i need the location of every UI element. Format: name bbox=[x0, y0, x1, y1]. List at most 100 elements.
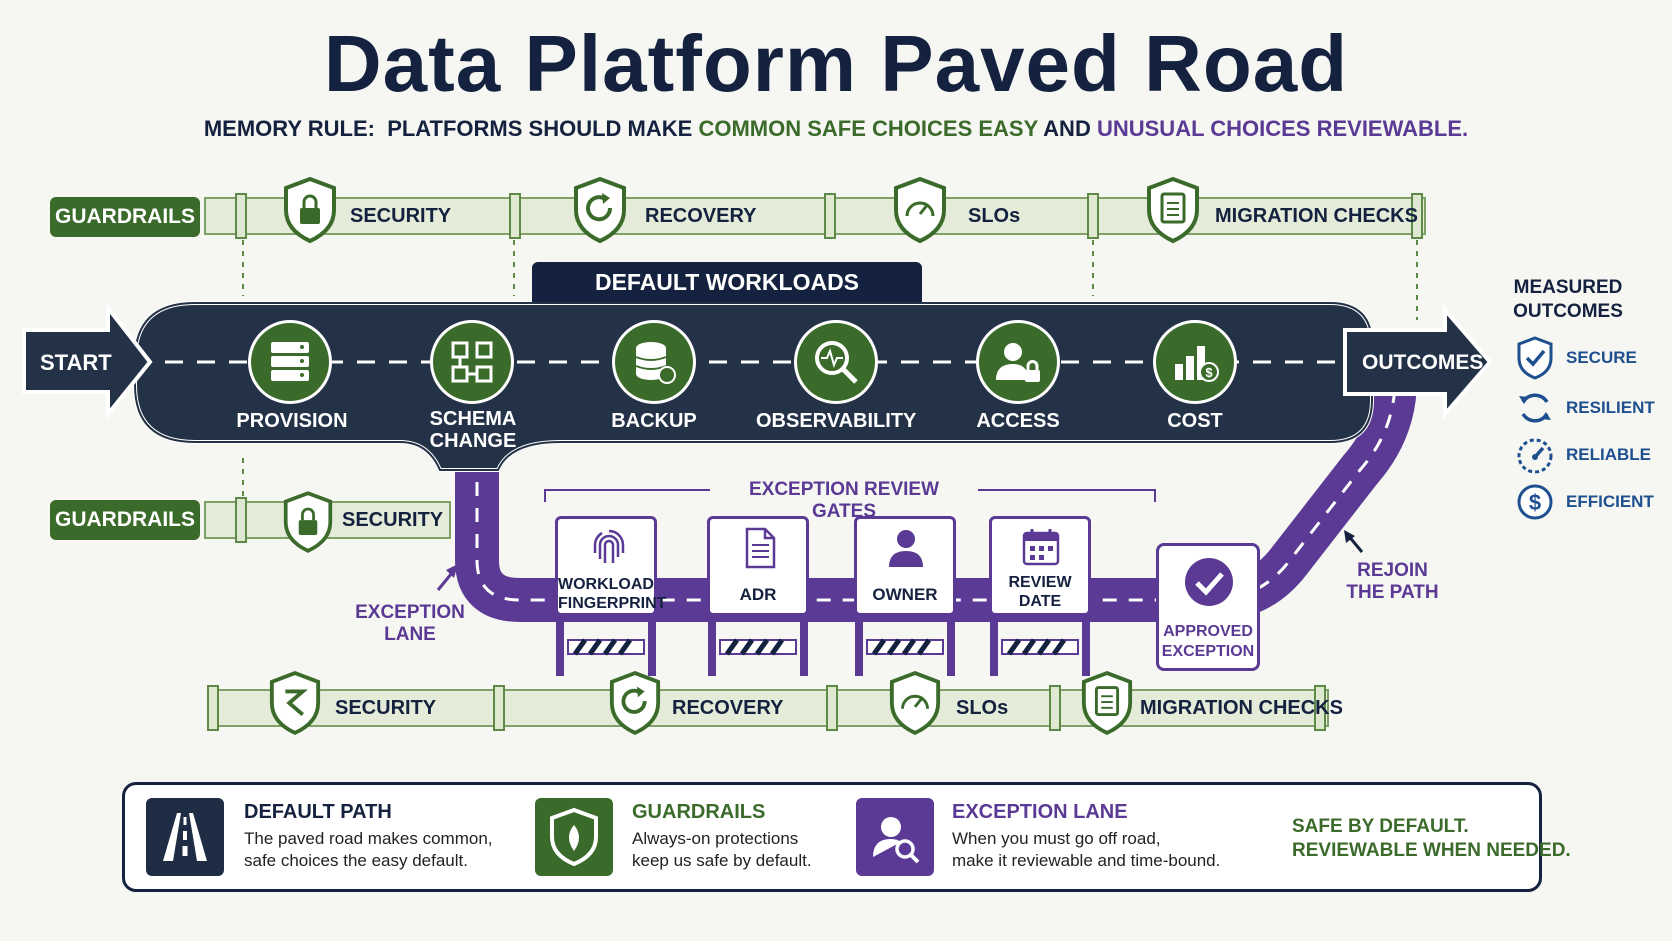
shield-recovery-icon bbox=[608, 670, 662, 741]
shield-gauge-icon bbox=[888, 670, 942, 741]
user-lock-icon bbox=[996, 343, 1040, 382]
calendar-icon bbox=[1022, 529, 1060, 566]
backup-label: BACKUP bbox=[611, 410, 697, 432]
guardrail-top-recovery: RECOVERY bbox=[645, 205, 757, 227]
legend-default-l2: safe choices the easy default. bbox=[244, 851, 468, 870]
rejoin-l2: THE PATH bbox=[1346, 582, 1439, 603]
schema-change-step bbox=[430, 320, 514, 404]
measured-resilient-label: RESILIENT bbox=[1566, 398, 1655, 417]
rule-prefix: MEMORY RULE: bbox=[203, 116, 375, 141]
gates-bracket bbox=[544, 489, 1156, 502]
document-icon bbox=[745, 527, 776, 569]
approved-l2: EXCEPTION bbox=[1161, 643, 1255, 660]
gate-adr: ADR bbox=[707, 516, 809, 616]
access-label: ACCESS bbox=[976, 410, 1060, 432]
rejoin-label: REJOIN THE PATH bbox=[1340, 560, 1445, 604]
legend-guard-title: GUARDRAILS bbox=[632, 801, 766, 823]
shield-lock-icon bbox=[282, 176, 338, 249]
legend-default-text: The paved road makes common, safe choice… bbox=[244, 828, 493, 872]
legend-exc-l2: make it reviewable and time-bound. bbox=[952, 851, 1221, 870]
measured-reliable: RELIABLE bbox=[1516, 435, 1651, 475]
measured-secure-label: SECURE bbox=[1566, 348, 1637, 367]
svg-text:$: $ bbox=[1205, 365, 1213, 380]
default-workloads-header: DEFAULT WORKLOADS bbox=[532, 262, 922, 302]
outcomes-label: OUTCOMES bbox=[1362, 351, 1484, 374]
guardrail-top-slos: SLOs bbox=[968, 205, 1021, 227]
legend-exc-text: When you must go off road, make it revie… bbox=[952, 828, 1220, 872]
gate-workload-fingerprint: WORKLOAD FINGERPRINT bbox=[555, 516, 667, 616]
start-arrow bbox=[22, 302, 153, 420]
observability-step bbox=[794, 320, 878, 404]
observability-label: OBSERVABILITY bbox=[756, 410, 917, 432]
schema-label-line2: CHANGE bbox=[429, 430, 517, 452]
gate-fingerprint-l2: FINGERPRINT bbox=[558, 595, 667, 612]
rule-part1: PLATFORMS SHOULD MAKE bbox=[387, 116, 693, 141]
gate-review-l2: DATE bbox=[1018, 593, 1062, 610]
provision-step bbox=[248, 320, 332, 404]
dollar-icon: $ bbox=[1517, 484, 1553, 520]
rule-unusual: UNUSUAL CHOICES REVIEWABLE. bbox=[1096, 116, 1469, 141]
cost-step: $ bbox=[1153, 320, 1237, 404]
person-icon bbox=[889, 530, 923, 567]
guardrail-top-security: SECURITY bbox=[350, 205, 452, 227]
gate-owner: OWNER bbox=[854, 516, 956, 616]
rule-and: AND bbox=[1043, 116, 1091, 141]
gate-review-date: REVIEW DATE bbox=[989, 516, 1091, 616]
server-icon bbox=[271, 342, 309, 381]
approved-l1: APPROVED bbox=[1163, 623, 1253, 640]
exception-lane-label: EXCEPTION LANE bbox=[350, 602, 470, 646]
measured-title-l1: MEASURED bbox=[1513, 277, 1623, 298]
rule-safe: COMMON SAFE CHOICES EASY bbox=[698, 116, 1038, 141]
flowchart-icon bbox=[451, 341, 493, 383]
legend-tagline: SAFE BY DEFAULT. REVIEWABLE WHEN NEEDED. bbox=[1292, 815, 1571, 863]
shield-s-icon bbox=[268, 670, 322, 741]
outcomes-arrow bbox=[1343, 304, 1493, 420]
guardrail-mid-security: SECURITY bbox=[342, 509, 444, 531]
guardrails-badge-top: GUARDRAILS bbox=[50, 197, 200, 237]
guardrail-top bbox=[204, 193, 1426, 320]
measured-resilient: RESILIENT bbox=[1516, 388, 1655, 428]
gate-owner-label: OWNER bbox=[872, 585, 938, 604]
gate-barriers bbox=[556, 620, 1090, 676]
guardrail-bottom-migration: MIGRATION CHECKS bbox=[1140, 697, 1343, 719]
measured-efficient: $ EFFICIENT bbox=[1516, 482, 1654, 522]
fingerprint-icon bbox=[593, 529, 625, 563]
gate-adr-label: ADR bbox=[739, 585, 777, 604]
legend-panel bbox=[122, 782, 1542, 892]
guardrail-bottom bbox=[207, 685, 1329, 731]
guardrail-top-migration: MIGRATION CHECKS bbox=[1215, 205, 1418, 227]
gate-fingerprint-l1: WORKLOAD bbox=[558, 576, 654, 593]
legend-tag-l2: REVIEWABLE WHEN NEEDED. bbox=[1292, 840, 1571, 861]
guardrail-bottom-security: SECURITY bbox=[335, 697, 437, 719]
guardrail-bottom-slos: SLOs bbox=[956, 697, 1009, 719]
measured-outcomes-title: MEASURED OUTCOMES bbox=[1502, 276, 1634, 324]
legend-exc-l1: When you must go off road, bbox=[952, 829, 1161, 848]
database-icon bbox=[635, 342, 676, 384]
start-label: START bbox=[40, 350, 112, 375]
schema-change-label: SCHEMA CHANGE bbox=[412, 408, 534, 452]
legend-guard-l2: keep us safe by default. bbox=[632, 851, 812, 870]
user-search-icon bbox=[856, 798, 934, 876]
legend-exc-title: EXCEPTION LANE bbox=[952, 801, 1128, 823]
page-title: Data Platform Paved Road bbox=[323, 19, 1349, 108]
legend-tag-l1: SAFE BY DEFAULT. bbox=[1292, 816, 1469, 837]
measured-efficient-label: EFFICIENT bbox=[1566, 492, 1654, 511]
legend-guard-text: Always-on protections keep us safe by de… bbox=[632, 828, 812, 872]
measured-secure: SECURE bbox=[1516, 336, 1637, 380]
guardrail-bottom-recovery: RECOVERY bbox=[672, 697, 784, 719]
provision-label: PROVISION bbox=[236, 410, 348, 432]
cycle-icon bbox=[1519, 393, 1551, 423]
svg-text:$: $ bbox=[1529, 490, 1541, 515]
measured-reliable-label: RELIABLE bbox=[1566, 445, 1651, 464]
shield-lock-icon bbox=[282, 490, 334, 559]
rejoin-l1: REJOIN bbox=[1357, 560, 1428, 581]
memory-rule: MEMORY RULE: PLATFORMS SHOULD MAKE COMMO… bbox=[0, 116, 1672, 142]
exception-lane-road bbox=[455, 340, 1417, 622]
shield-checklist-icon bbox=[1080, 670, 1134, 741]
legend-default-l1: The paved road makes common, bbox=[244, 829, 493, 848]
gauge-icon bbox=[1517, 438, 1553, 474]
cost-label: COST bbox=[1167, 410, 1223, 432]
check-circle-icon bbox=[1185, 558, 1233, 606]
exception-lane-line1: EXCEPTION bbox=[355, 602, 465, 623]
guardrails-badge-mid: GUARDRAILS bbox=[50, 500, 200, 540]
